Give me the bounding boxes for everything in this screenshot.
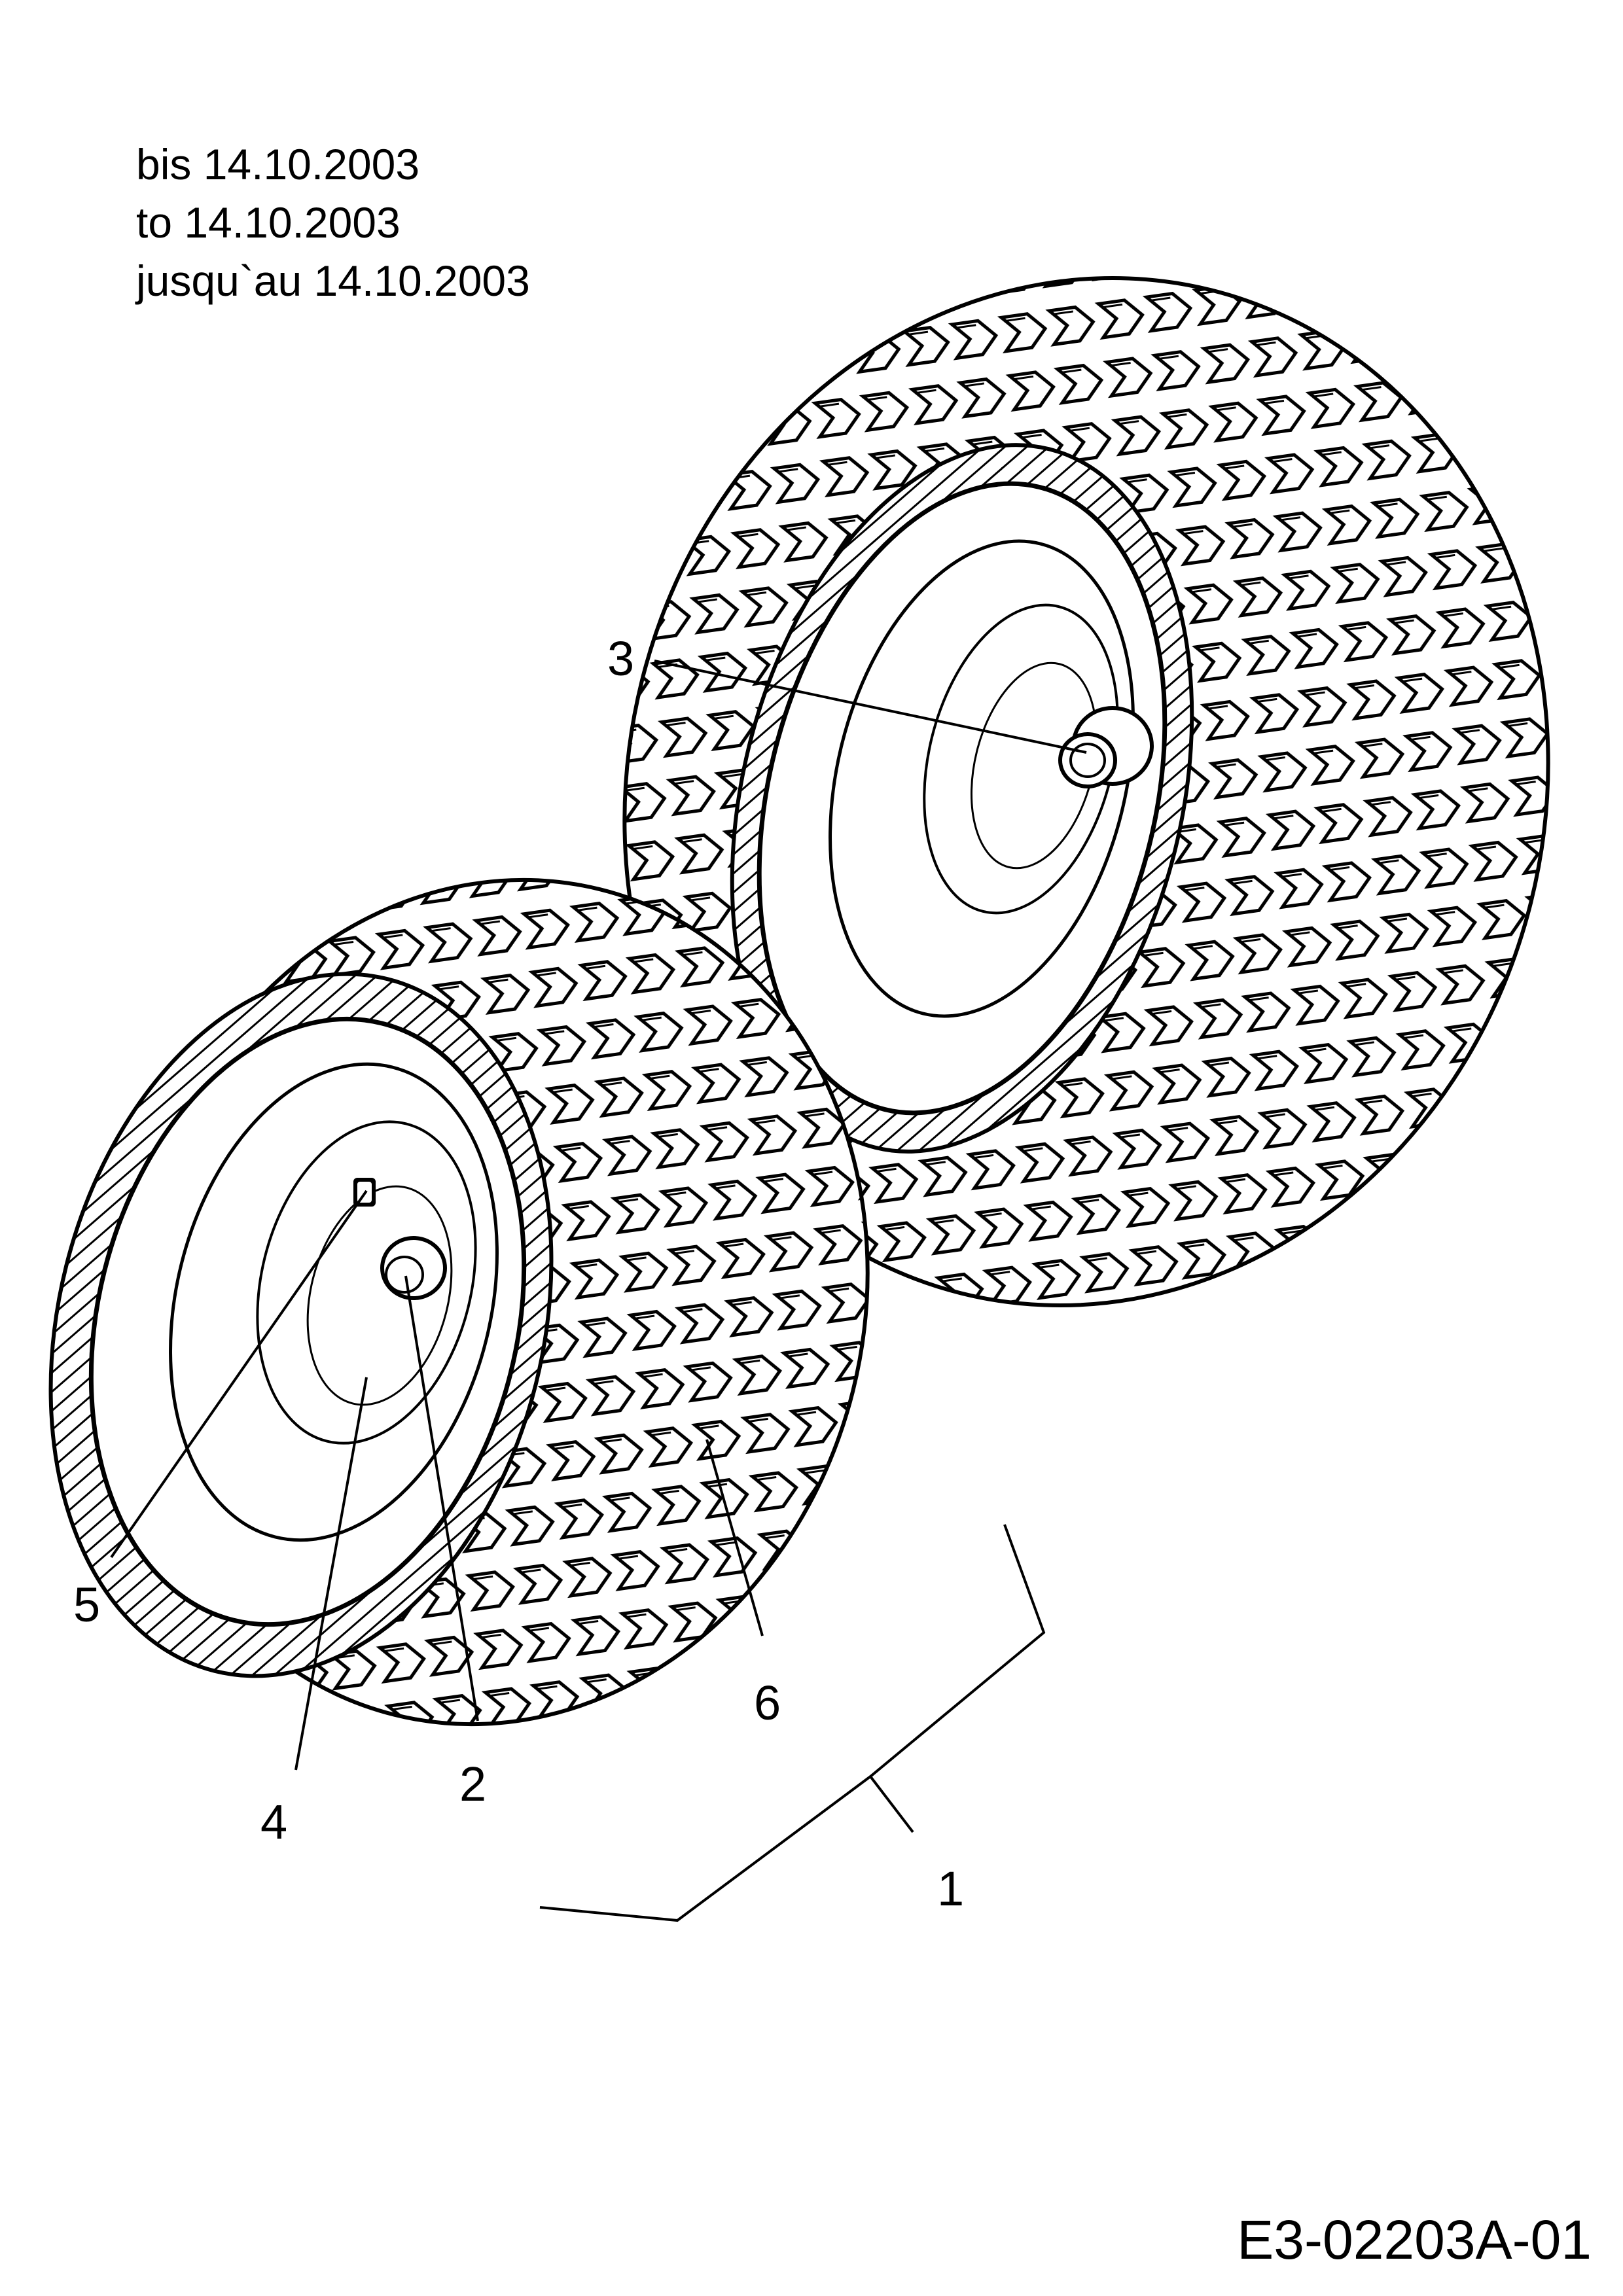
leader-6 xyxy=(705,1439,764,1636)
callout-2: 2 xyxy=(459,1757,486,1811)
leader-1 xyxy=(869,1775,914,1833)
validity-note-de: bis 14.10.2003 xyxy=(136,140,420,188)
rim-dish-front xyxy=(256,1120,477,1445)
wheel-front xyxy=(48,877,870,1727)
rim-dish-line-front xyxy=(306,1185,453,1406)
leader-3 xyxy=(654,660,1087,754)
leader-lines xyxy=(110,660,1087,1922)
leader-5 xyxy=(110,1190,368,1559)
callout-3: 3 xyxy=(607,631,634,686)
callout-6: 6 xyxy=(754,1676,781,1730)
document-number: E3-02203A-01 xyxy=(1237,2209,1592,2270)
rim-inner-front xyxy=(169,1062,499,1542)
validity-note-en: to 14.10.2003 xyxy=(136,198,401,247)
leader-2 xyxy=(404,1275,479,1722)
rim-inner-rear xyxy=(829,539,1135,1018)
validity-note-fr: jusqu`au 14.10.2003 xyxy=(136,256,530,305)
hub-bushing-front xyxy=(380,1236,447,1300)
leader-4 xyxy=(294,1377,368,1771)
callout-4: 4 xyxy=(260,1795,287,1849)
callout-1: 1 xyxy=(937,1862,964,1916)
wheel-rear xyxy=(622,275,1550,1308)
callout-5: 5 xyxy=(73,1578,100,1632)
